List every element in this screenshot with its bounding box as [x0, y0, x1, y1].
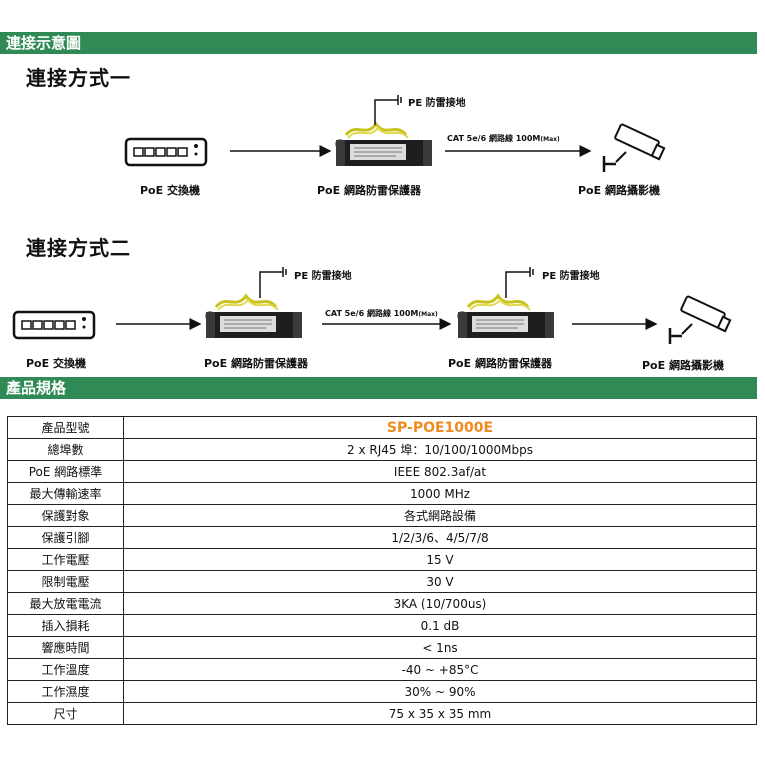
ip-camera-icon: [668, 294, 732, 346]
spec-value: 0.1 dB: [123, 614, 757, 637]
spec-label: 工作電壓: [7, 548, 124, 571]
pe-ground-line: [505, 271, 530, 298]
spec-value: IEEE 802.3af/at: [123, 460, 757, 483]
table-row: 保護對象各式網路設備: [7, 504, 757, 527]
pe-ground-line: [259, 271, 283, 298]
poe-switch-icon: [124, 137, 208, 167]
connection-diagram: [12, 95, 732, 346]
ground-symbol-icon: [397, 95, 402, 105]
poe-switch-icon: [12, 310, 96, 340]
section-title: 連接示意圖: [6, 34, 82, 52]
spec-value: 2 x RJ45 埠：10/100/1000Mbps: [123, 438, 757, 461]
cable-label: CAT 5e/6 網路線 100M(Max): [325, 309, 438, 318]
table-row: 工作溫度-40 ~ +85°C: [7, 658, 757, 681]
ground-symbol-icon: [282, 267, 287, 277]
mode2-title: 連接方式二: [26, 236, 131, 260]
switch-label: PoE 交換機: [26, 357, 86, 370]
pe-ground-label: PE 防雷接地: [542, 271, 600, 282]
section-title: 產品規格: [6, 379, 67, 397]
spec-value: 30 V: [123, 570, 757, 593]
spec-label: 工作濕度: [7, 680, 124, 703]
section-header-specs: 產品規格: [0, 377, 757, 399]
spec-value: SP-POE1000E: [123, 416, 757, 439]
pe-ground-label: PE 防雷接地: [294, 271, 352, 282]
spec-label: 最大放電電流: [7, 592, 124, 615]
spec-label: 插入損耗: [7, 614, 124, 637]
spec-label: 響應時間: [7, 636, 124, 659]
spec-label: 最大傳輸速率: [7, 482, 124, 505]
table-row: 響應時間< 1ns: [7, 636, 757, 659]
spec-value: 30% ~ 90%: [123, 680, 757, 703]
pe-ground-line: [374, 99, 398, 125]
protector-label: PoE 網路防雷保護器: [448, 357, 552, 370]
ground-symbol-icon: [529, 267, 534, 277]
ip-camera-icon: [602, 122, 666, 174]
spec-value: -40 ~ +85°C: [123, 658, 757, 681]
spec-label: 產品型號: [7, 416, 124, 439]
spec-label: PoE 網路標準: [7, 460, 124, 483]
spec-label: 保護引腳: [7, 526, 124, 549]
surge-protector-icon: [204, 294, 304, 340]
protector-label: PoE 網路防雷保護器: [317, 184, 421, 197]
spec-value: 75 x 35 x 35 mm: [123, 702, 757, 725]
spec-value: 1/2/3/6、4/5/7/8: [123, 526, 757, 549]
spec-value: 3KA (10/700us): [123, 592, 757, 615]
spec-label: 尺寸: [7, 702, 124, 725]
section-header-diagram: 連接示意圖: [0, 32, 757, 54]
spec-label: 工作溫度: [7, 658, 124, 681]
protector-label: PoE 網路防雷保護器: [204, 357, 308, 370]
pe-ground-label: PE 防雷接地: [408, 98, 466, 109]
switch-label: PoE 交換機: [140, 184, 200, 197]
camera-label: PoE 網路攝影機: [578, 184, 660, 197]
cable-label: CAT 5e/6 網路線 100M(Max): [447, 134, 560, 143]
spec-label: 限制電壓: [7, 570, 124, 593]
camera-label: PoE 網路攝影機: [642, 359, 724, 372]
spec-value: 15 V: [123, 548, 757, 571]
spec-value: < 1ns: [123, 636, 757, 659]
mode1-title: 連接方式一: [26, 66, 131, 90]
spec-value: 各式網路設備: [123, 504, 757, 527]
surge-protector-icon: [334, 122, 434, 168]
spec-label: 保護對象: [7, 504, 124, 527]
spec-label: 總埠數: [7, 438, 124, 461]
surge-protector-icon: [456, 294, 556, 340]
spec-value: 1000 MHz: [123, 482, 757, 505]
